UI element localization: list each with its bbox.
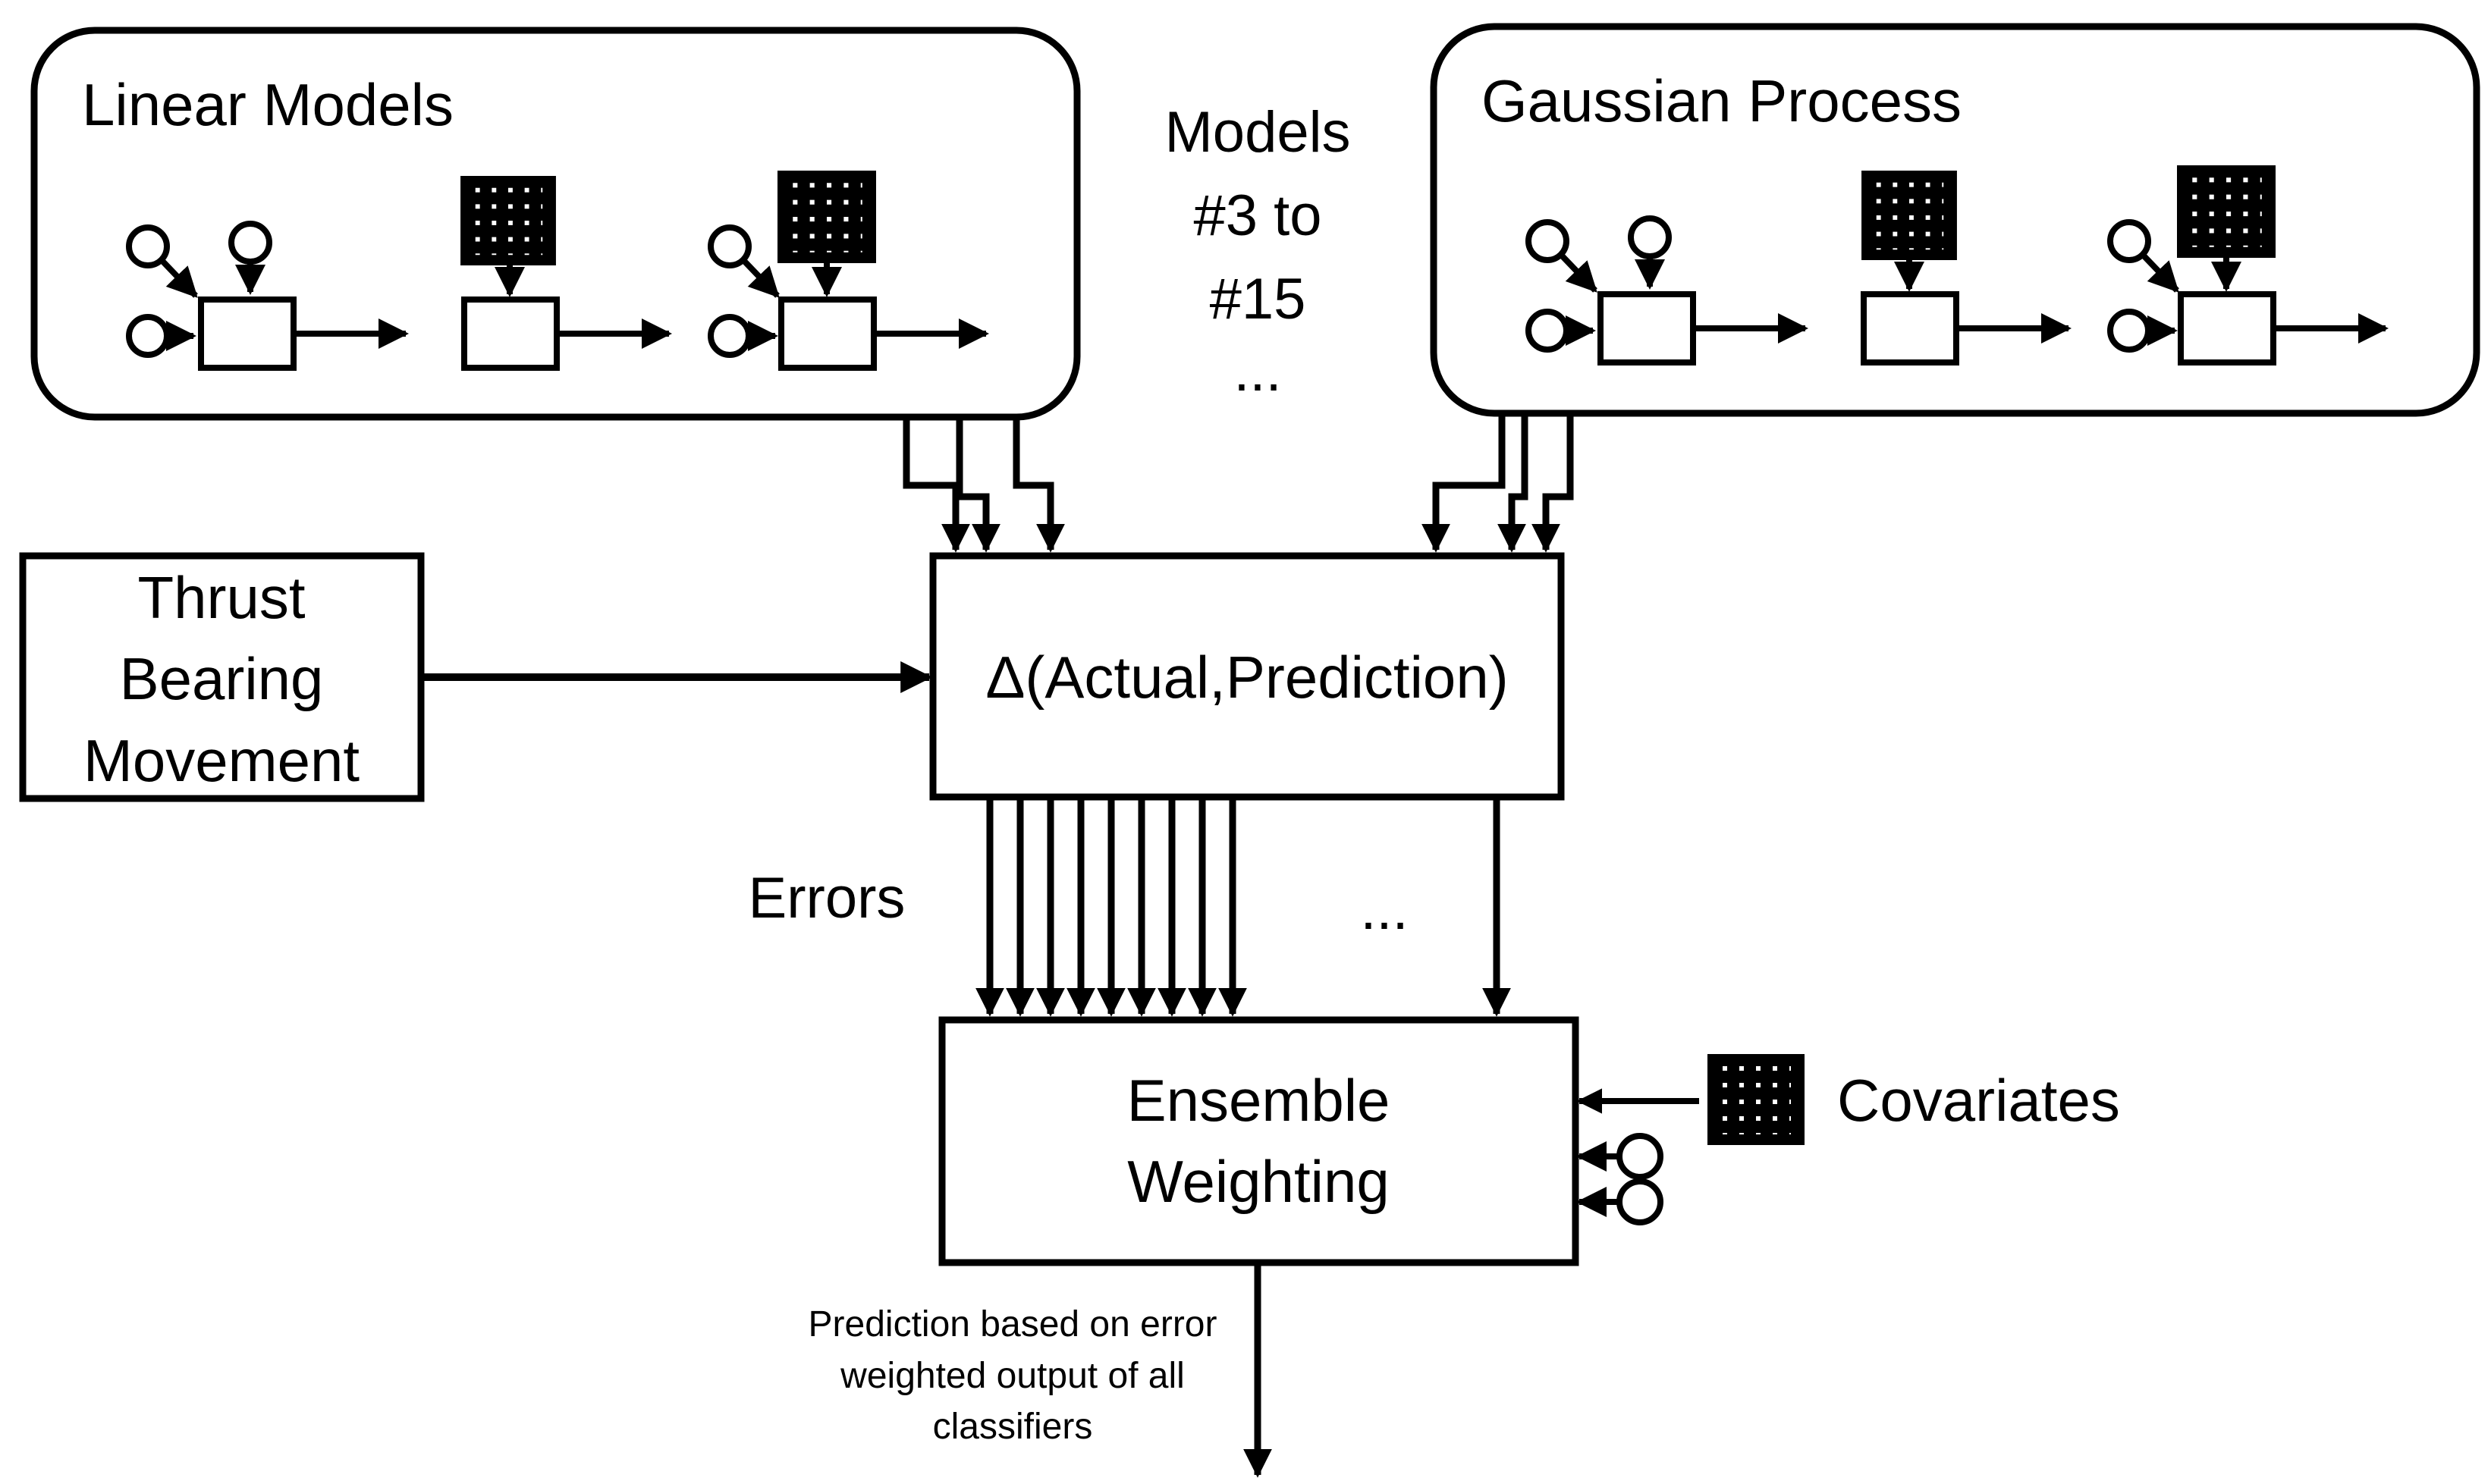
grid-matrix-icon [1864,171,1954,260]
grid-matrix-icon [463,176,553,265]
node-circle-icon [1616,1133,1663,1180]
ensemble-line-1: Ensemble [1127,1067,1390,1134]
covariates-label: Covariates [1837,1067,2120,1134]
node-circle-icon [2107,219,2151,263]
gaussian-process-title: Gaussian Process [1481,67,1962,134]
models-note-ellipsis: ... [1233,339,1281,403]
output-caption: Prediction based on error weighted outpu… [809,1304,1217,1447]
node-circle-icon [126,224,170,268]
thrust-line-1: Thrust [137,564,305,631]
node-circle-icon [126,314,170,358]
covariates-group [1576,1054,1801,1225]
node-circle-icon [708,224,752,268]
model-box [778,296,877,371]
models-note-line-2: #3 to [1193,184,1321,248]
node-circle-icon [1616,1178,1663,1225]
grid-matrix-icon [2180,165,2273,258]
thrust-line-2: Bearing [120,645,324,712]
gaussian-model-1 [1525,215,1808,366]
model-box [198,296,297,371]
model-box [2178,291,2276,366]
linear-model-1 [126,221,409,371]
output-line-3: classifiers [933,1407,1093,1447]
delta-box: Δ(Actual,Prediction) [929,552,1565,801]
node-circle-icon [1628,215,1672,259]
linear-models-group: Linear Models [30,27,1081,421]
linear-model-2 [461,176,672,371]
thrust-bearing-box: Thrust Bearing Movement [19,552,425,802]
model-output-connectors [903,413,1574,553]
node-circle-icon [708,314,752,358]
thrust-line-3: Movement [83,727,360,794]
model-box [461,296,560,371]
node-circle-icon [2107,309,2151,353]
ensemble-line-2: Weighting [1127,1148,1389,1215]
errors-ellipsis: ... [1360,877,1408,942]
grid-matrix-icon [781,171,873,263]
models-note-line-3: #15 [1210,267,1306,331]
output-line-1: Prediction based on error [809,1304,1217,1344]
models-note-line-1: Models [1165,100,1351,165]
node-circle-icon [228,221,272,265]
node-circle-icon [1525,219,1569,263]
node-circle-icon [1525,309,1569,353]
gaussian-model-3 [2107,165,2389,366]
delta-label: Δ(Actual,Prediction) [985,644,1508,711]
grid-matrix-icon [1710,1054,1801,1145]
model-box [1861,291,1959,366]
error-arrows [975,797,1511,1017]
models-range-note: Models #3 to #15 ... [1165,100,1351,403]
linear-models-title: Linear Models [82,71,454,138]
gaussian-model-2 [1861,171,2072,366]
output-line-2: weighted output of all [840,1356,1185,1396]
model-box [1597,291,1696,366]
ensemble-weighting-box: Ensemble Weighting [938,1016,1579,1266]
gaussian-process-group: Gaussian Process [1430,23,2480,417]
linear-model-3 [708,171,989,371]
errors-label: Errors [749,866,906,930]
